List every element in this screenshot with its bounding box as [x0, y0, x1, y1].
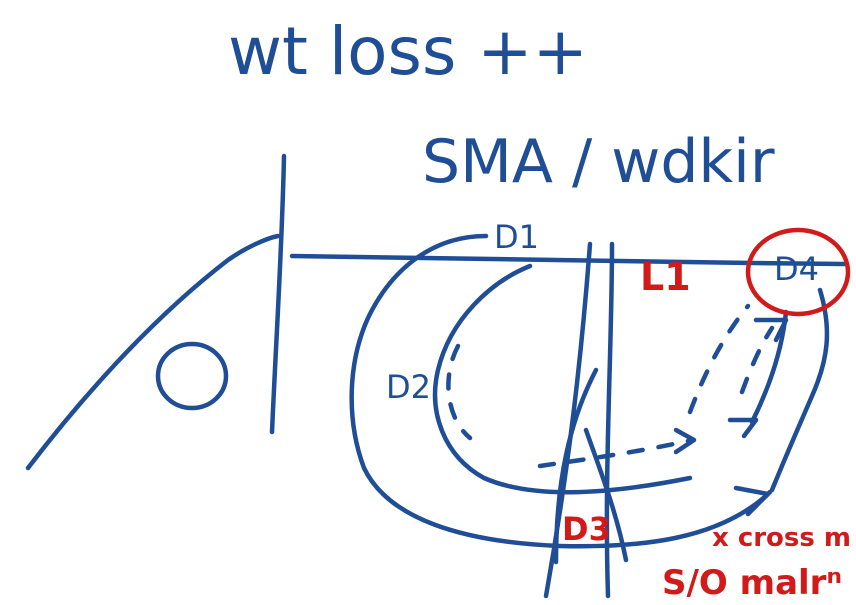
small-circle [158, 344, 226, 408]
left-outline [28, 236, 278, 468]
label-l1: L1 [640, 255, 691, 299]
dashed-course-right [690, 306, 748, 412]
note-subtitle: SMA / wdkir [422, 127, 775, 197]
note-cross: x cross m [712, 523, 851, 553]
note-malrotation: S/O malrⁿ [662, 563, 842, 603]
label-d3: D3 [562, 510, 611, 548]
label-d1: D1 [494, 218, 539, 256]
label-d2: D2 [386, 368, 431, 406]
arrowhead-inner [730, 420, 756, 436]
duodenum-inner-loop [435, 266, 690, 492]
arrowhead-bottom [676, 430, 694, 452]
note-title: wt loss ++ [228, 13, 588, 90]
horizontal-line [292, 256, 844, 264]
stomach-vertical-line [272, 156, 284, 432]
arrowhead-lower-right [736, 488, 768, 514]
dashed-course-left [448, 346, 470, 438]
label-d4: D4 [774, 250, 819, 288]
